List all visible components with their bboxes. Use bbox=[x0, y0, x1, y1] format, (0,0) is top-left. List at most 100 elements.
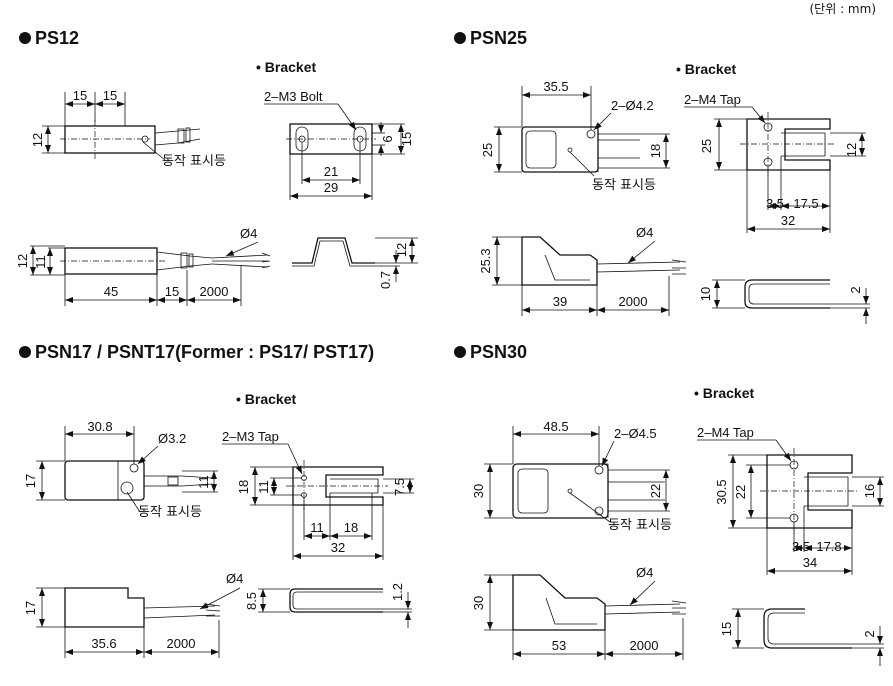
dim-label: 2–Ø4.2 bbox=[611, 98, 654, 113]
dim-label: Ø4 bbox=[226, 571, 243, 586]
dim-label: 11 bbox=[256, 480, 271, 494]
dim-label: 39 bbox=[553, 294, 567, 309]
psn25-top-view: 35.5 2–Ø4.2 25 18 동작 표시등 bbox=[480, 79, 670, 193]
dim-label: 2–M4 Tap bbox=[684, 92, 741, 107]
section-psn30: PSN30 • Bracket 48.5 2–Ø4.5 30 22 bbox=[454, 342, 884, 666]
dim-label: 53 bbox=[552, 638, 566, 653]
dim-label: 30 bbox=[471, 484, 486, 498]
section-title-ps12: PS12 bbox=[35, 28, 79, 48]
dim-label: 30.8 bbox=[87, 419, 112, 434]
dim-label: 12 bbox=[394, 243, 409, 257]
dim-label: 3.5 bbox=[766, 196, 784, 211]
dim-label: 3.5 bbox=[792, 539, 810, 554]
dim-label: 25 bbox=[699, 139, 714, 153]
dim-label: 2 bbox=[848, 286, 863, 293]
dim-label: 22 bbox=[733, 485, 748, 499]
bracket-label: • Bracket bbox=[256, 59, 316, 75]
psn30-side-view: Ø4 30 53 2000 bbox=[471, 565, 687, 660]
bracket-label: • Bracket bbox=[694, 385, 754, 401]
psn30-bracket-top: 2–M4 Tap 30.5 22 16 3.5 17.8 34 bbox=[697, 425, 884, 575]
dim-label: 35.5 bbox=[543, 79, 568, 94]
bullet-icon bbox=[454, 32, 466, 44]
section-psn17: PSN17 / PSNT17(Former : PS17/ PST17) • B… bbox=[19, 342, 414, 658]
dim-label: 2 bbox=[862, 630, 877, 637]
dim-label: 12 bbox=[15, 254, 30, 268]
dim-label: Ø4 bbox=[636, 225, 653, 240]
section-title-psn25: PSN25 bbox=[470, 28, 527, 48]
psn25-bracket-top: 2–M4 Tap 25 12 3.5 17.5 32 bbox=[684, 92, 866, 233]
bullet-icon bbox=[19, 346, 31, 358]
dim-label: 1.2 bbox=[390, 583, 405, 601]
indicator-label: 동작 표시등 bbox=[138, 505, 202, 520]
dim-label: 17 bbox=[23, 601, 38, 615]
dim-label: 7.5 bbox=[392, 478, 407, 496]
dim-label: 30.5 bbox=[714, 479, 729, 504]
dim-label: 12 bbox=[844, 143, 859, 157]
dim-label: 18 bbox=[648, 144, 663, 158]
ps12-bracket-side: 12 0.7 bbox=[292, 237, 418, 289]
dim-label: 15 bbox=[399, 132, 414, 146]
ps12-bracket-top: 2–M3 Bolt 6 15 21 29 bbox=[264, 89, 414, 200]
dim-label: 45 bbox=[104, 284, 118, 299]
dim-label: 32 bbox=[781, 213, 795, 228]
psn30-top-view: 48.5 2–Ø4.5 30 22 동작 표시등 bbox=[471, 419, 672, 533]
dim-label: 2–M3 Bolt bbox=[264, 89, 323, 104]
dim-label: 0.7 bbox=[378, 271, 393, 289]
section-title-psn30: PSN30 bbox=[470, 342, 527, 362]
dim-label: 11 bbox=[310, 520, 324, 535]
bracket-label: • Bracket bbox=[676, 61, 736, 77]
dim-label: 32 bbox=[331, 540, 345, 555]
indicator-label: 동작 표시등 bbox=[162, 154, 226, 169]
dim-label: 2–M4 Tap bbox=[697, 425, 754, 440]
psn17-side-view: Ø4 17 35.6 2000 bbox=[23, 571, 243, 658]
dim-label: 48.5 bbox=[543, 419, 568, 434]
dim-label: Ø3.2 bbox=[158, 431, 186, 446]
dim-label: 2000 bbox=[167, 636, 196, 651]
dim-label: 29 bbox=[324, 180, 338, 195]
dim-label: 2000 bbox=[630, 638, 659, 653]
psn25-bracket-side: 10 2 bbox=[698, 279, 870, 324]
indicator-label: 동작 표시등 bbox=[608, 518, 672, 533]
section-ps12: PS12 • Bracket 15 15 12 동작 표 bbox=[15, 28, 418, 306]
dim-label: 21 bbox=[324, 164, 338, 179]
psn25-side-view: Ø4 25.3 39 2000 bbox=[478, 225, 687, 316]
psn17-bracket-side: 8.5 1.2 bbox=[244, 583, 412, 628]
dim-label: 2000 bbox=[619, 294, 648, 309]
dim-label: 12 bbox=[30, 133, 45, 147]
dim-label: 17.8 bbox=[816, 539, 841, 554]
dim-label: 11 bbox=[33, 255, 48, 269]
dim-label: 2000 bbox=[200, 284, 229, 299]
psn30-bracket-side: 15 2 bbox=[719, 608, 884, 666]
dim-label: 34 bbox=[803, 555, 817, 570]
indicator-label: 동작 표시등 bbox=[592, 178, 656, 193]
bracket-label: • Bracket bbox=[236, 391, 296, 407]
ps12-side-view: Ø4 12 11 45 15 2000 bbox=[15, 226, 271, 306]
bullet-icon bbox=[454, 346, 466, 358]
dim-label: 25.3 bbox=[478, 248, 493, 273]
dim-label: 6 bbox=[380, 135, 395, 142]
dim-label: 18 bbox=[236, 480, 251, 494]
dim-label: 17.5 bbox=[793, 196, 818, 211]
bullet-icon bbox=[19, 32, 31, 44]
dim-label: 16 bbox=[862, 484, 877, 498]
section-title-psn17: PSN17 / PSNT17(Former : PS17/ PST17) bbox=[35, 342, 374, 362]
dim-label: 15 bbox=[103, 88, 117, 103]
section-psn25: PSN25 • Bracket 35.5 2–Ø4.2 25 bbox=[454, 28, 870, 324]
dim-label: 15 bbox=[165, 284, 179, 299]
psn17-top-view: 30.8 Ø3.2 17 11 동작 표시등 bbox=[23, 419, 218, 520]
dim-label: 17 bbox=[23, 474, 38, 488]
dim-label: 15 bbox=[73, 88, 87, 103]
dim-label: 35.6 bbox=[91, 636, 116, 651]
dim-label: 15 bbox=[719, 622, 734, 636]
dim-label: 22 bbox=[648, 484, 663, 498]
dim-label: Ø4 bbox=[636, 565, 653, 580]
dim-label: 2–M3 Tap bbox=[222, 429, 279, 444]
dim-label: Ø4 bbox=[240, 226, 257, 241]
ps12-top-view: 15 15 12 동작 표시등 bbox=[30, 88, 226, 169]
dim-label: 10 bbox=[698, 287, 713, 301]
dim-label: 8.5 bbox=[244, 592, 259, 610]
dim-label: 11 bbox=[196, 475, 211, 489]
unit-note: (단위 : mm) bbox=[810, 2, 877, 16]
dim-label: 25 bbox=[480, 143, 495, 157]
